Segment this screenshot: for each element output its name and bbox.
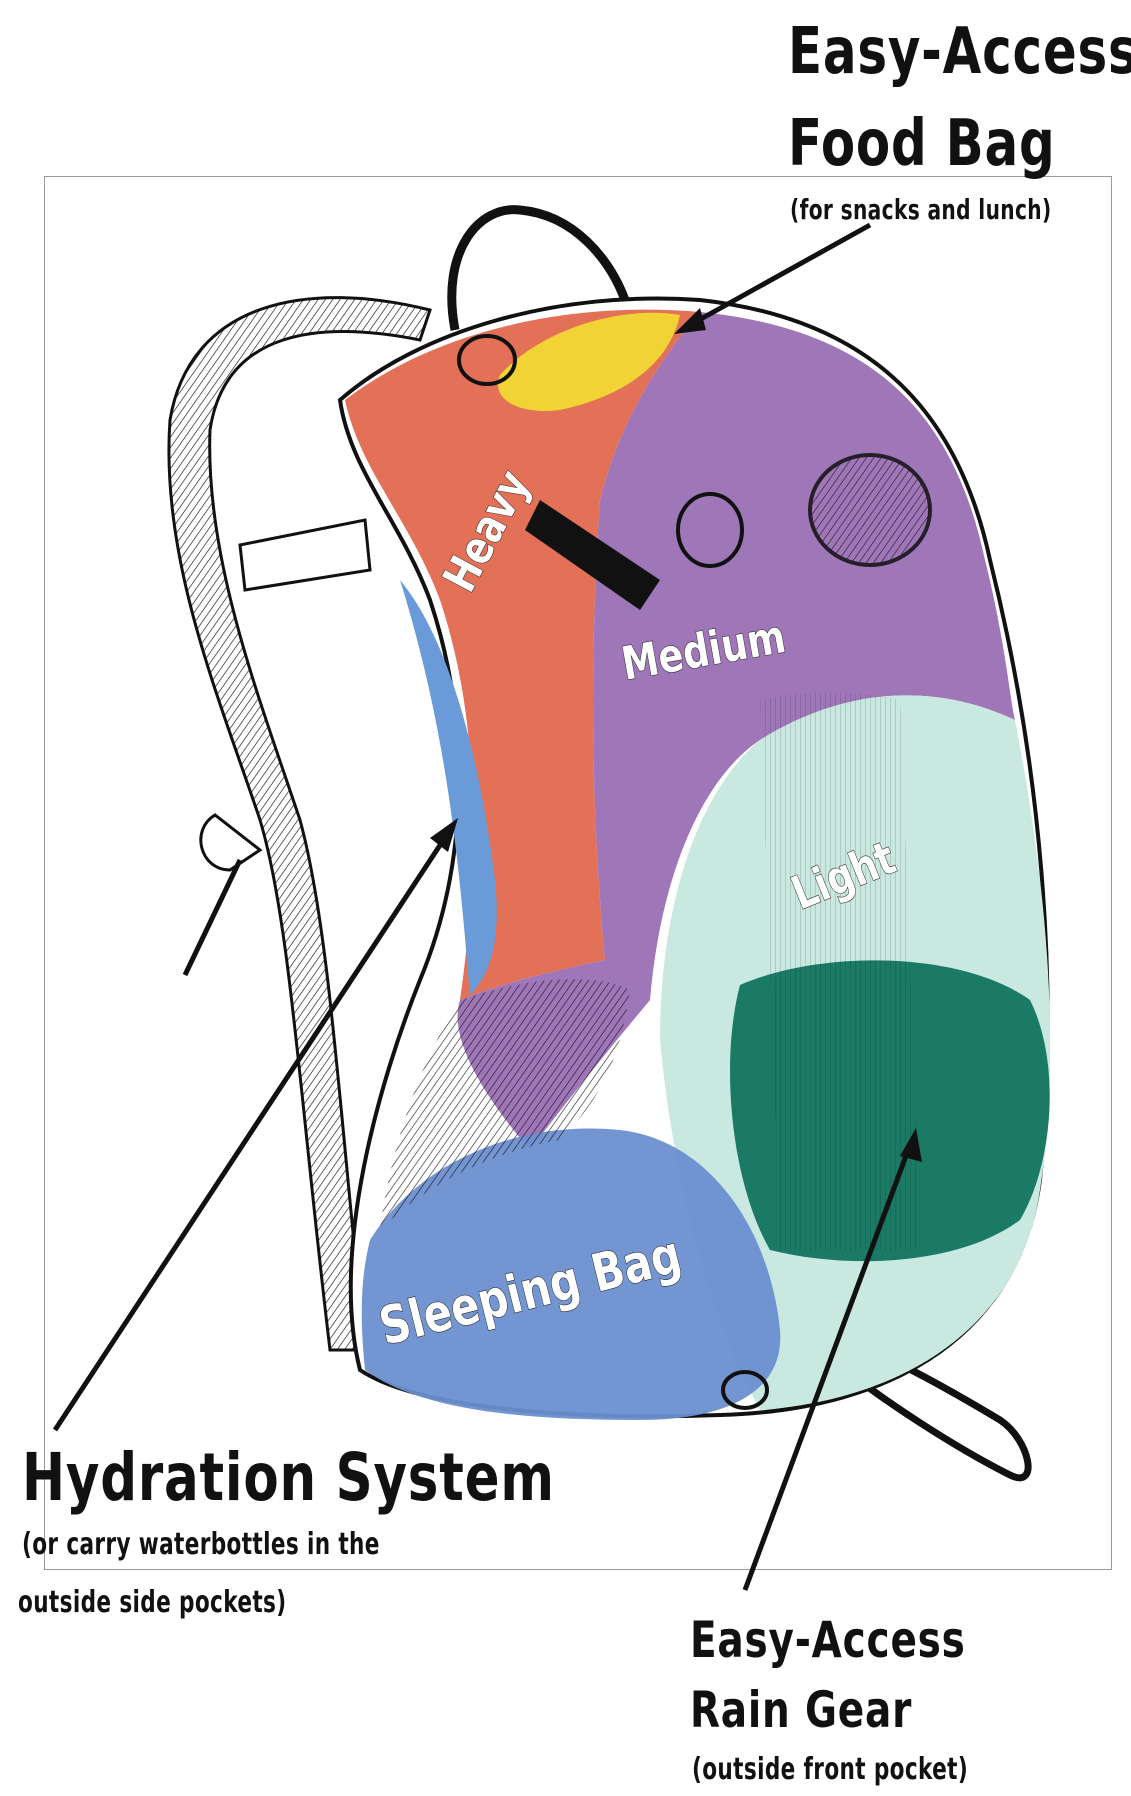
hydration-note-line1: (or carry waterbottles in the [22, 1530, 380, 1560]
rain-gear-note: (outside front pocket) [692, 1755, 968, 1785]
strap-clip [201, 815, 260, 870]
rain-gear-title-line2: Rain Gear [690, 1685, 912, 1735]
food-bag-title-line2: Food Bag [788, 112, 1055, 176]
food-bag-note: (for snacks and lunch) [790, 196, 1052, 224]
hydration-note-line2: outside side pockets) [18, 1588, 286, 1618]
rain-gear-title-line1: Easy-Access [690, 1615, 966, 1665]
food-pointer-line [690, 225, 870, 325]
strap-buckle [240, 520, 370, 590]
food-bag-title-line1: Easy-Access [788, 20, 1131, 84]
hydration-title: Hydration System [22, 1445, 555, 1511]
zipper-pull [185, 860, 240, 975]
mesh-port [810, 455, 930, 565]
rain-gear-texture [760, 693, 920, 1251]
